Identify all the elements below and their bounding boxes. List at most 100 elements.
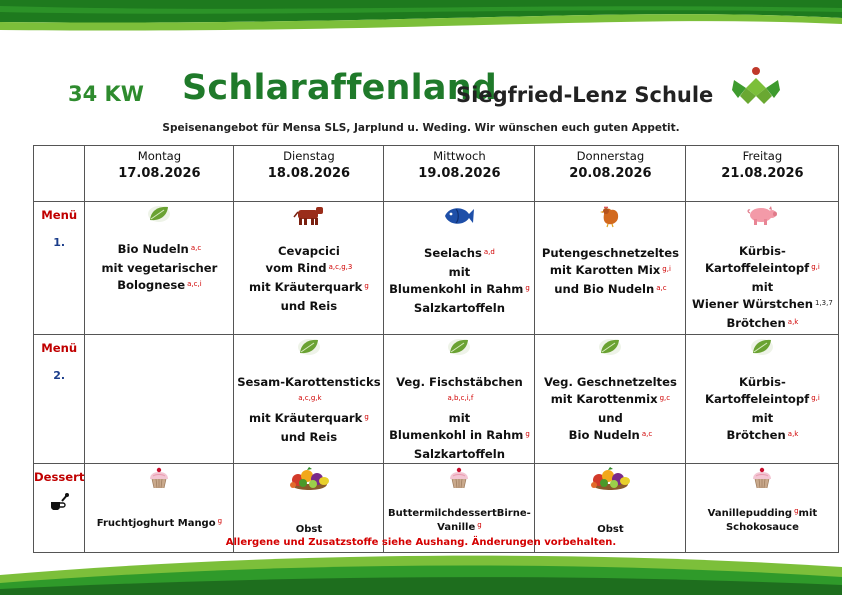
leaf-icon — [686, 337, 838, 362]
cupcake-icon — [384, 466, 534, 495]
menu-label-number: 1. — [53, 236, 66, 249]
day-header: Freitag 21.08.2026 — [685, 145, 840, 202]
dish-line: mit — [384, 410, 534, 427]
school-name: Siegfried-Lenz Schule — [456, 83, 714, 107]
allergen-code: a,c — [641, 430, 653, 438]
dish-line-text: mit Karotten Mix — [549, 263, 661, 277]
dish-line: Obst — [597, 524, 623, 535]
dish-line-text: Blumenkohl in Rahm — [389, 282, 524, 296]
allergen-code: a,b,c,i,f — [447, 394, 474, 402]
allergen-code: a,d — [483, 248, 495, 256]
day-date: 19.08.2026 — [418, 166, 501, 181]
dish-line-text: Bio Nudeln — [117, 242, 189, 256]
allergen-code: g,c — [659, 394, 671, 402]
allergen-code: g,i — [662, 265, 671, 273]
dish-line-text: und — [598, 411, 623, 425]
day-name: Freitag — [742, 149, 783, 163]
dessert-cell: Obst — [233, 463, 385, 553]
dish-line-text: Veg. Fischstäbchen — [396, 375, 523, 389]
day-date: 18.08.2026 — [267, 166, 351, 181]
dish-line: mit — [686, 410, 838, 427]
dish-line-text: Putengeschnetzeltes — [541, 246, 679, 260]
cupcake-icon — [686, 466, 838, 495]
dish-line: Salzkartoffeln — [384, 300, 534, 317]
dish-line: Putengeschnetzeltes — [535, 245, 685, 262]
dish-line: Salzkartoffeln — [384, 446, 534, 463]
menu-label-number: 2. — [53, 369, 66, 382]
dish-line: Kürbis- — [686, 374, 838, 391]
allergen-code: g — [525, 430, 530, 438]
dish-line-text: mit Kräuterquark — [249, 280, 363, 294]
dish-line-text: mit — [751, 280, 774, 294]
fruit-bowl-icon — [234, 466, 383, 501]
dish-line-text: und Reis — [280, 430, 338, 444]
allergen-code: a,c — [190, 244, 202, 252]
allergen-code: 1,3,7 — [814, 299, 833, 307]
dish-line-text: mit Schokosauce — [725, 508, 818, 533]
day-date: 21.08.2026 — [721, 166, 804, 181]
dish-line-text: mit Kräuterquark — [249, 411, 363, 425]
footer-note: Allergene und Zusatzstoffe siehe Aushang… — [225, 537, 617, 548]
dish-line: Kürbis- — [686, 243, 838, 260]
day-name: Mittwoch — [433, 149, 486, 163]
leaf-icon — [535, 337, 685, 362]
dish-line-text: Brötchen — [726, 316, 786, 330]
dish-line: mit — [686, 279, 838, 296]
meal-cell — [84, 334, 235, 464]
dish-line-text: Kürbis- — [739, 244, 786, 258]
cupcake-icon — [85, 466, 233, 495]
dish-line: Cevapcici — [234, 243, 383, 260]
dish-line-text: mit vegetarischer — [101, 261, 218, 275]
day-header: Mittwoch 19.08.2026 — [383, 145, 536, 202]
school-logo-icon — [732, 67, 780, 104]
dish-line-text: Kürbis- — [739, 375, 786, 389]
week-label: 34 KW — [68, 82, 144, 106]
dessert-label-title: Dessert — [34, 470, 85, 484]
dish-line: Obst — [296, 524, 322, 535]
dish-line: Veg. Geschnetzeltes — [535, 374, 685, 391]
allergen-code: g,i — [811, 263, 820, 271]
dish-line-text: Seelachs — [423, 246, 482, 260]
allergen-code: a,k — [787, 430, 799, 438]
menu1-label: Menü 1. — [32, 201, 86, 335]
subtitle: Speisenangebot für Mensa SLS, Jarplund u… — [162, 122, 680, 134]
fruit-bowl-icon — [535, 466, 685, 501]
allergen-code: g — [794, 507, 799, 515]
dish-line-text: Obst — [295, 524, 323, 535]
leaf-icon — [234, 337, 383, 362]
allergen-code: a,c,g,3 — [328, 263, 353, 271]
leaf-icon — [85, 204, 233, 229]
dessert-label: Dessert — [32, 463, 86, 553]
allergen-code: a,c,g,k — [298, 394, 322, 402]
